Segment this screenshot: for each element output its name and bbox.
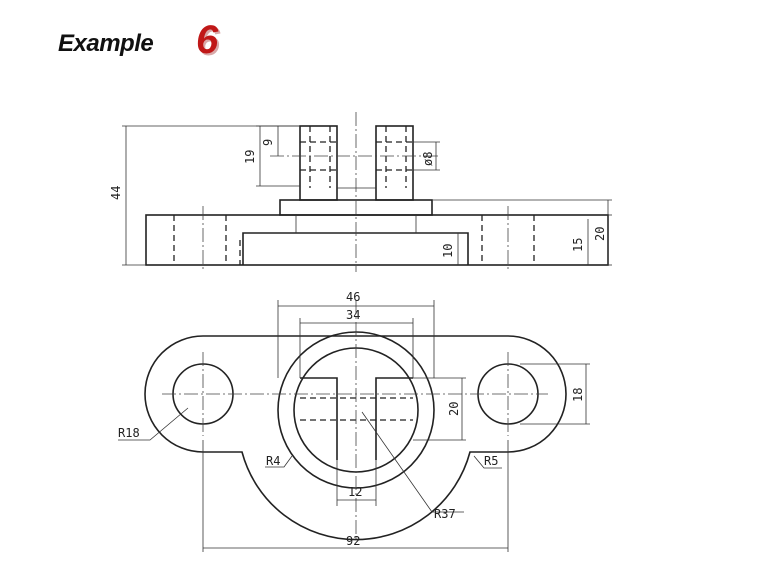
dim-dia-8: ø8 — [421, 152, 435, 166]
left-upright — [299, 125, 338, 201]
example-title: Example — [58, 30, 154, 57]
label-r37: R37 — [434, 507, 456, 521]
label-r4: R4 — [266, 454, 280, 468]
dim-34: 34 — [346, 308, 360, 322]
dim-20-vertical: 20 — [593, 227, 607, 241]
dim-12: 12 — [348, 485, 362, 499]
dim-10: 10 — [441, 244, 455, 258]
plate-outline — [144, 335, 567, 541]
example-number: 6 — [196, 18, 219, 62]
label-r5: R5 — [484, 454, 498, 468]
right-upright — [375, 125, 414, 201]
dim-9: 9 — [261, 139, 275, 146]
dim-18: 18 — [571, 388, 585, 402]
base-plate — [145, 214, 609, 266]
top-view: 46 34 20 18 R18 R4 R5 R37 12 — [118, 290, 590, 552]
label-r18: R18 — [118, 426, 140, 440]
dim-46: 46 — [346, 290, 360, 304]
front-view: 44 19 9 ø8 10 15 20 — [109, 112, 612, 272]
inner-pocket — [242, 232, 469, 265]
dim-20-slot: 20 — [447, 402, 461, 416]
dim-19: 19 — [243, 150, 257, 164]
dim-15: 15 — [571, 238, 585, 252]
dim-44: 44 — [109, 186, 123, 200]
dim-92: 92 — [346, 534, 360, 548]
